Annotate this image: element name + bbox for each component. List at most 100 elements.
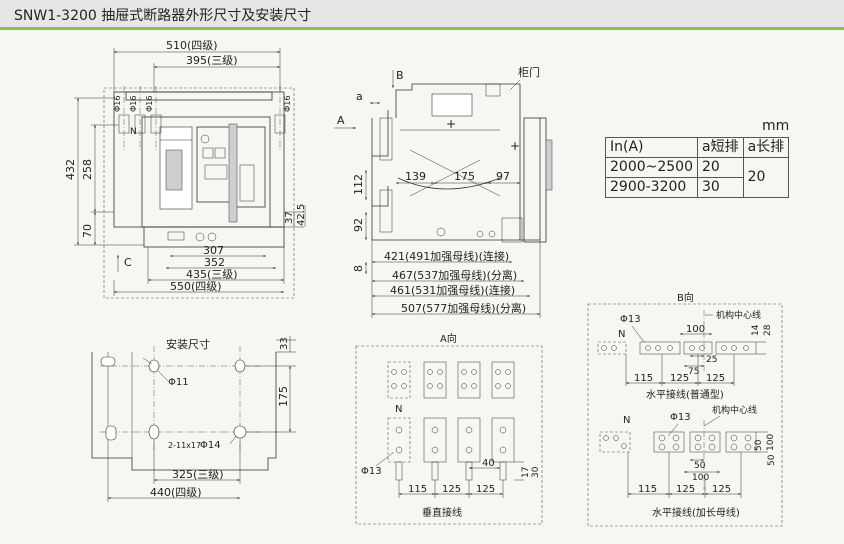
table-cell: 20 bbox=[697, 157, 744, 178]
c-label: C bbox=[124, 256, 132, 269]
b-view-title: B向 bbox=[677, 291, 694, 304]
b-bottom-center-label: 机构中心线 bbox=[712, 404, 757, 416]
dim-139: 139 bbox=[405, 170, 426, 183]
b-top-d28: 28 bbox=[763, 324, 773, 336]
table-header-row: In(A) a短排 a长排 bbox=[605, 137, 790, 158]
table-cell: 2000~2500 bbox=[605, 157, 698, 178]
a-view-caption: 垂直接线 bbox=[422, 506, 462, 519]
dim-440: 440(四级) bbox=[150, 486, 202, 499]
phase-label: Φ16 bbox=[145, 96, 154, 112]
b-top-d100: 100 bbox=[686, 324, 705, 335]
a-small-label: a bbox=[356, 90, 363, 103]
b-bottom-d100b: 100 bbox=[766, 434, 776, 451]
table-header: a短排 bbox=[697, 137, 744, 158]
table-row: 2000~2500 20 20 bbox=[605, 157, 790, 198]
table-cell-merged: 20 bbox=[742, 157, 790, 198]
b-bottom-d50b: 50 bbox=[694, 461, 706, 471]
b-bottom-d115: 115 bbox=[638, 484, 657, 495]
table-cell: 2900-3200 bbox=[605, 177, 698, 198]
b-top-phi13: Φ13 bbox=[620, 314, 641, 325]
front-view: Φ16 Φ16 Φ16 Φ16 N 510(四级) 395(三级) 432 25… bbox=[64, 39, 307, 299]
dim-352: 352 bbox=[204, 256, 225, 269]
page-title: SNW1-3200 抽屉式断路器外形尺寸及安装尺寸 bbox=[14, 8, 312, 24]
phase-label: Φ16 bbox=[283, 96, 292, 112]
b-bottom-d125a: 125 bbox=[676, 484, 695, 495]
a-dim-30: 30 bbox=[531, 466, 541, 478]
b-bottom-caption: 水平接线(加长母线) bbox=[652, 506, 740, 519]
dim-421: 421(491加强母线)(连接) bbox=[384, 249, 509, 263]
b-label: B bbox=[396, 69, 404, 82]
a-view-n-label: N bbox=[395, 404, 402, 415]
b-top-d125a: 125 bbox=[670, 373, 689, 384]
phi11-label: Φ11 bbox=[168, 377, 189, 388]
b-view-top: Φ13 机构中心线 N 100 14 28 25 75 bbox=[597, 309, 773, 401]
a-arrow-label: A bbox=[337, 114, 345, 127]
a-dim-115: 115 bbox=[408, 484, 427, 495]
dim-8: 8 bbox=[352, 265, 365, 272]
b-top-d14: 14 bbox=[751, 324, 761, 336]
b-top-d125b: 125 bbox=[706, 373, 725, 384]
dim-175: 175 bbox=[454, 170, 475, 183]
table-cell: 30 bbox=[697, 177, 744, 198]
a-dim-17: 17 bbox=[521, 467, 531, 478]
table-header: a长排 bbox=[742, 137, 790, 158]
dim-432: 432 bbox=[64, 159, 77, 180]
dim-258: 258 bbox=[81, 159, 94, 180]
dim-33: 33 bbox=[279, 337, 290, 350]
dimension-table: In(A) a短排 a长排 2000~2500 20 20 2900-3200 … bbox=[605, 137, 790, 198]
cabinet-door-label: 柜门 bbox=[518, 65, 540, 79]
dim-395: 395(三级) bbox=[186, 54, 238, 67]
b-top-caption: 水平接线(普通型) bbox=[646, 388, 724, 401]
a-dim-40: 40 bbox=[482, 458, 495, 469]
drawing-panel bbox=[0, 30, 844, 544]
mounting-view: 安装尺寸 33 175 Φ11 2-11x17 Φ14 325(三级) 440(… bbox=[91, 336, 296, 502]
phase-label: Φ16 bbox=[113, 96, 122, 112]
dim-507: 507(577加强母线)(分离) bbox=[401, 301, 526, 315]
a-view-title: A向 bbox=[440, 332, 457, 345]
dim-42-5: 42.5 bbox=[296, 204, 307, 226]
title-bar: SNW1-3200 抽屉式断路器外形尺寸及安装尺寸 bbox=[0, 0, 844, 30]
b-bottom-d125b: 125 bbox=[712, 484, 731, 495]
dim-467: 467(537加强母线)(分离) bbox=[392, 268, 517, 282]
phase-label: Φ16 bbox=[129, 96, 138, 112]
side-view: + + B a A 柜门 139 175 97 112 92 8 421(491… bbox=[334, 65, 553, 318]
b-bottom-d50a: 50 bbox=[754, 439, 764, 451]
dim-510: 510(四级) bbox=[166, 39, 218, 52]
b-top-n: N bbox=[618, 329, 625, 340]
n-label: N bbox=[130, 127, 137, 137]
b-view: B向 Φ13 机构中心线 N 100 14 28 25 75 bbox=[587, 291, 783, 527]
b-bottom-d50c: 50 bbox=[767, 454, 777, 466]
dim-97: 97 bbox=[496, 170, 510, 183]
b-bottom-n: N bbox=[623, 415, 630, 426]
a-dim-125b: 125 bbox=[476, 484, 495, 495]
b-view-bottom: N Φ13 机构中心线 50 100 50 100 bbox=[599, 404, 777, 519]
dim-37: 37 bbox=[284, 211, 295, 224]
b-top-d25: 25 bbox=[706, 355, 717, 365]
b-bottom-d100: 100 bbox=[692, 473, 709, 483]
dim-435: 435(三级) bbox=[186, 268, 238, 281]
svg-text:+: + bbox=[510, 139, 520, 153]
dim-112: 112 bbox=[352, 174, 365, 195]
b-top-d75: 75 bbox=[688, 367, 699, 377]
a-view-phi13: Φ13 bbox=[361, 466, 382, 477]
slot-label: 2-11x17 bbox=[168, 441, 201, 450]
dim-307: 307 bbox=[203, 244, 224, 257]
phi14-label: Φ14 bbox=[200, 440, 221, 451]
dim-70: 70 bbox=[81, 224, 94, 238]
mounting-title: 安装尺寸 bbox=[166, 337, 210, 351]
dim-175-mount: 175 bbox=[277, 386, 290, 407]
b-bottom-phi13: Φ13 bbox=[670, 412, 691, 423]
title-accent-line bbox=[0, 27, 844, 30]
handle bbox=[431, 93, 473, 117]
table-row: 2900-3200 30 bbox=[605, 177, 789, 198]
dim-461: 461(531加强母线)(连接) bbox=[390, 283, 515, 297]
dim-550: 550(四级) bbox=[170, 280, 222, 293]
a-dim-125a: 125 bbox=[442, 484, 461, 495]
svg-text:+: + bbox=[446, 117, 456, 131]
table-unit: mm bbox=[762, 118, 790, 134]
b-top-d115: 115 bbox=[634, 373, 653, 384]
dim-92: 92 bbox=[352, 218, 365, 232]
b-top-center-label: 机构中心线 bbox=[716, 309, 761, 321]
dim-325: 325(三级) bbox=[172, 468, 224, 481]
